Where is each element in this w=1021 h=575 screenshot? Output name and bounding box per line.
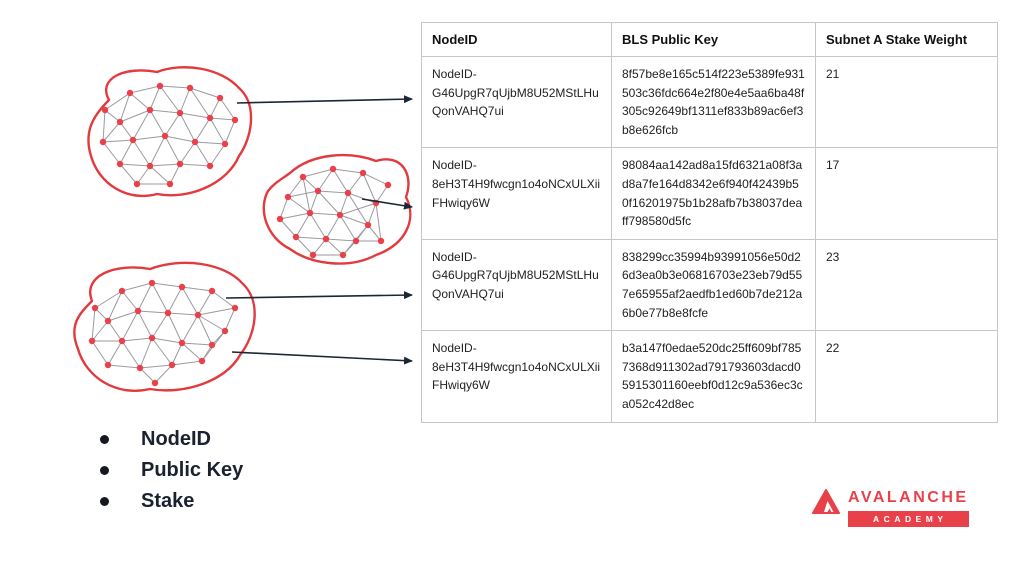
- cell-node-id: NodeID-G46UpgR7qUjbM8U52MStLHuQonVAHQ7ui: [421, 238, 612, 332]
- subnet-outline-icon: [87, 66, 253, 198]
- cell-bls-public-key: 8f57be8e165c514f223e5389fe931503c36fdc66…: [611, 55, 816, 149]
- cell-bls-public-key: 98084aa142ad8a15fd6321a08f3ad8a7fe164d83…: [611, 147, 816, 240]
- list-item: Public Key: [100, 459, 243, 482]
- list-item: NodeID: [100, 428, 243, 451]
- bullet-icon: [100, 466, 109, 475]
- col-header-stake-weight: Subnet A Stake Weight: [815, 22, 998, 57]
- legend-label: Stake: [141, 490, 195, 512]
- col-header-bls-key: BLS Public Key: [611, 22, 816, 57]
- subnet-blob-3: [73, 261, 256, 392]
- validator-table: NodeID BLS Public Key Subnet A Stake Wei…: [421, 22, 998, 423]
- logo-text: AVALANCHE ACADEMY: [848, 489, 969, 527]
- logo-subtitle-label: ACADEMY: [848, 510, 969, 527]
- table-row: NodeID-G46UpgR7qUjbM8U52MStLHuQonVAHQ7ui…: [421, 55, 998, 149]
- subnet-outline-icon: [262, 153, 412, 265]
- subnet-blob-1: [87, 66, 253, 198]
- avalanche-academy-logo: AVALANCHE ACADEMY: [812, 489, 969, 527]
- logo-brand-label: AVALANCHE: [848, 489, 969, 506]
- cell-node-id: NodeID-8eH3T4H9fwcgn1o4oNCxULXiiFHwiqy6W: [421, 330, 612, 423]
- table-header-row: NodeID BLS Public Key Subnet A Stake Wei…: [421, 22, 998, 57]
- network-graph-3: [88, 279, 239, 387]
- cell-node-id: NodeID-G46UpgR7qUjbM8U52MStLHuQonVAHQ7ui: [421, 55, 612, 149]
- network-graph-1: [99, 82, 239, 188]
- table-row: NodeID-8eH3T4H9fwcgn1o4oNCxULXiiFHwiqy6W…: [421, 147, 998, 240]
- list-item: Stake: [100, 490, 243, 513]
- col-header-nodeid: NodeID: [421, 22, 612, 57]
- bullet-icon: [100, 497, 109, 506]
- arrow-blob1-row1-icon: [236, 95, 413, 104]
- legend-list: NodeID Public Key Stake: [100, 428, 243, 521]
- cell-node-id: NodeID-8eH3T4H9fwcgn1o4oNCxULXiiFHwiqy6W: [421, 147, 612, 240]
- legend-label: Public Key: [141, 459, 244, 481]
- cell-bls-public-key: b3a147f0edae520dc25ff609bf7857368d911302…: [611, 330, 816, 423]
- bullet-icon: [100, 435, 109, 444]
- cell-stake-weight: 23: [815, 238, 998, 332]
- avalanche-triangle-icon: [812, 489, 840, 514]
- table-row: NodeID-G46UpgR7qUjbM8U52MStLHuQonVAHQ7ui…: [421, 238, 998, 332]
- cell-stake-weight: 22: [815, 330, 998, 423]
- legend-label: NodeID: [141, 428, 211, 450]
- network-graph-2: [276, 165, 392, 259]
- subnet-blob-2: [262, 153, 412, 265]
- subnet-outline-icon: [73, 261, 256, 392]
- cell-stake-weight: 17: [815, 147, 998, 240]
- cell-bls-public-key: 838299cc35994b93991056e50d26d3ea0b3e0681…: [611, 238, 816, 332]
- cell-stake-weight: 21: [815, 55, 998, 149]
- table-row: NodeID-8eH3T4H9fwcgn1o4oNCxULXiiFHwiqy6W…: [421, 330, 998, 423]
